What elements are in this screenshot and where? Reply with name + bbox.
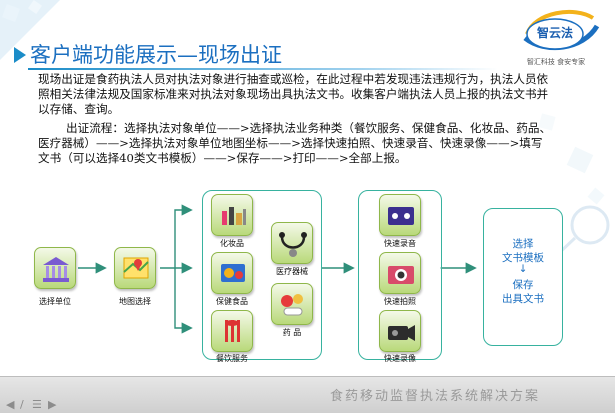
select-unit-node[interactable] [34, 247, 76, 289]
footer-bar [0, 376, 615, 413]
final-step-box[interactable] [483, 208, 563, 346]
drugs-label: 药 品 [282, 328, 302, 337]
health-food-label: 保健食品 [216, 297, 248, 306]
pills-icon [281, 294, 303, 316]
footer-title: 食药移动监督执法系统解决方案 [330, 389, 541, 404]
map-select-node[interactable] [114, 247, 156, 289]
medical-device-node[interactable] [271, 222, 313, 264]
logo-brand-text: 智云法 [536, 26, 573, 40]
medical-device-label: 医疗器械 [276, 267, 308, 276]
health-food-icon [221, 264, 245, 282]
brand-logo: 智云法 [505, 4, 605, 64]
cosmetics-node[interactable] [211, 194, 253, 236]
logo-swoosh-icon [523, 10, 600, 51]
title-underline [28, 68, 498, 70]
stethoscope-icon [279, 232, 307, 257]
prev-slide-button[interactable]: ◀ [6, 398, 15, 411]
quick-audio-label: 快速录音 [384, 239, 416, 248]
select-unit-label: 选择单位 [39, 297, 71, 306]
intro-paragraph: 现场出证是食药执法人员对执法对象进行抽查或巡检，在此过程中若发现违法违规行为，执… [38, 72, 549, 117]
map-select-label: 地图选择 [119, 297, 151, 306]
health-food-node[interactable] [211, 252, 253, 294]
final-step-issue-document: 出具文书 [502, 293, 544, 305]
building-icon [43, 257, 69, 282]
final-step-template: 文书模板 [502, 252, 544, 264]
process-paragraph: 出证流程：选择执法对象单位——>选择执法业务种类（餐饮服务、保健食品、化妆品、药… [38, 121, 552, 166]
quick-audio-node[interactable] [379, 194, 421, 236]
camera-icon [388, 266, 414, 284]
slide-title: 客户端功能展示—现场出证 [30, 43, 282, 67]
quick-photo-label: 快速拍照 [384, 297, 416, 306]
map-icon [123, 257, 149, 279]
quick-photo-node[interactable] [379, 252, 421, 294]
slide-menu-button[interactable]: ☰ [32, 398, 42, 411]
drugs-node[interactable] [271, 283, 313, 325]
catering-node[interactable] [211, 310, 253, 352]
video-camera-icon [388, 325, 415, 341]
catering-label: 餐饮服务 [216, 354, 248, 363]
cutlery-icon [225, 320, 240, 342]
cosmetics-label: 化妆品 [220, 239, 244, 248]
cosmetics-icon [222, 207, 246, 225]
next-slide-button[interactable]: ▶ [48, 398, 57, 411]
final-step-save: 保存 [512, 279, 534, 291]
quick-video-node[interactable] [379, 310, 421, 352]
pen-tool-button[interactable]: / [20, 398, 24, 411]
quick-video-label: 快速录像 [384, 354, 416, 363]
logo-tagline: 智汇科技 食安专家 [526, 58, 586, 66]
title-arrow-icon [14, 47, 26, 63]
final-step-arrow-icon: ↓ [518, 263, 528, 275]
final-step-select: 选择 [512, 238, 534, 250]
cassette-icon [388, 207, 414, 225]
